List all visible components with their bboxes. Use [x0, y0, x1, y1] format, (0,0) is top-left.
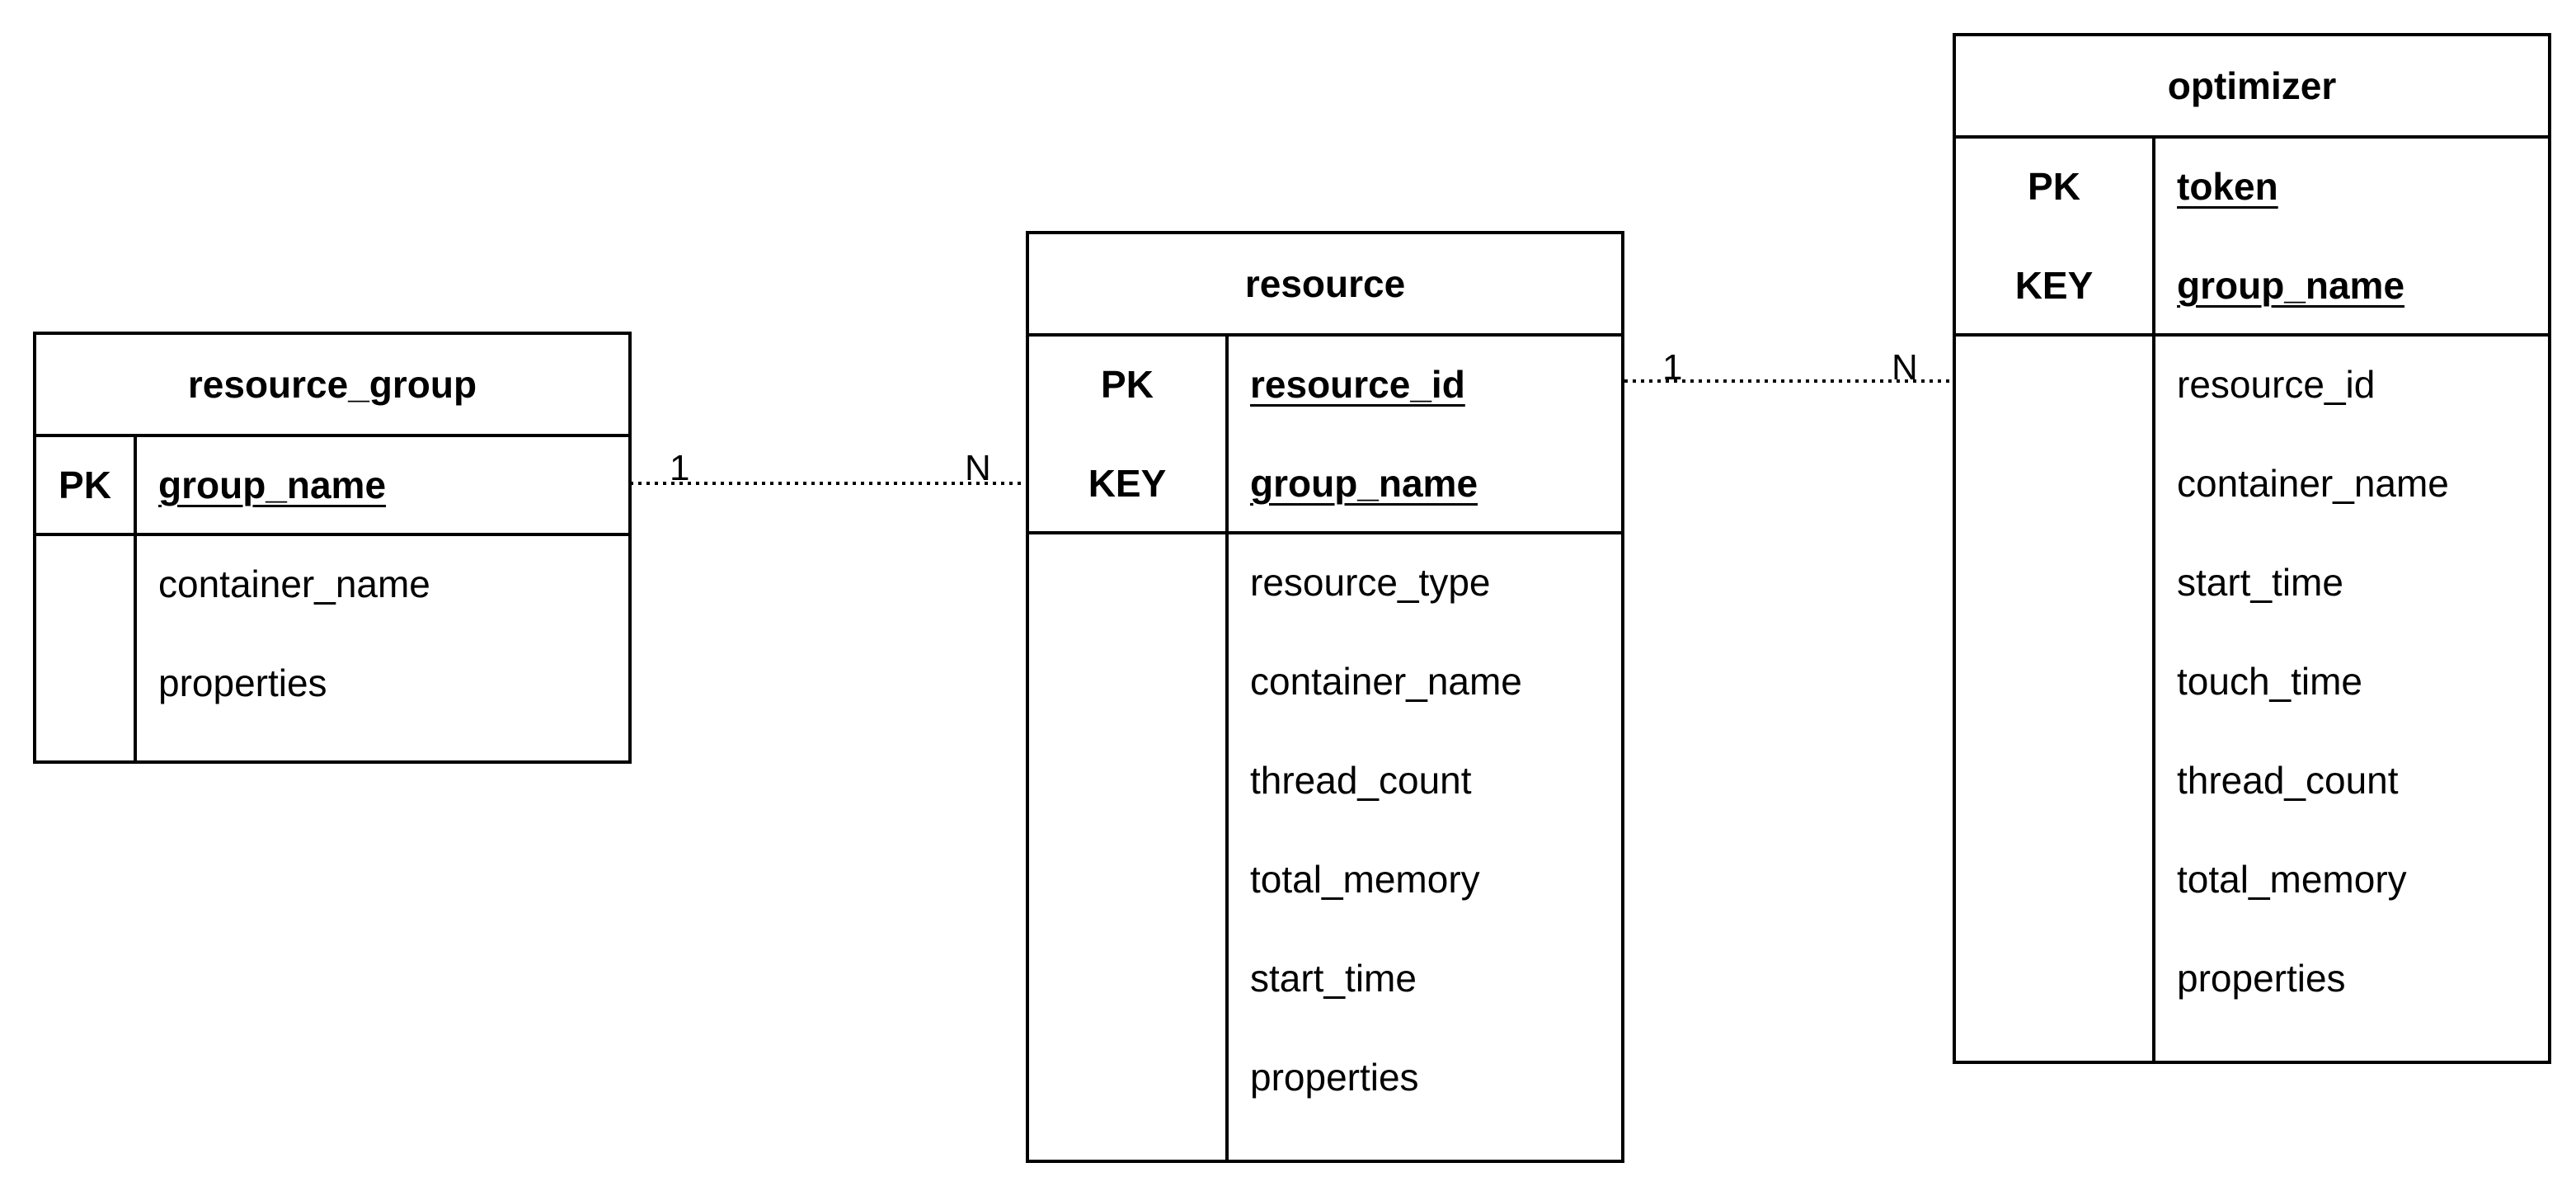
entity-resource[interactable]: resource PK resource_id KEY group_name r… — [1026, 231, 1624, 1163]
field: total_memory — [1250, 858, 1480, 901]
field: start_time — [2177, 561, 2343, 604]
entity-optimizer[interactable]: optimizer PK token KEY group_name resour… — [1953, 33, 2551, 1064]
field: thread_count — [1250, 759, 1472, 802]
divider — [1029, 531, 1621, 534]
key-field: group_name — [1250, 462, 1478, 505]
entity-title: optimizer — [2167, 64, 2337, 107]
entity-title: resource — [1244, 262, 1406, 305]
field: total_memory — [2177, 858, 2407, 901]
field: properties — [158, 661, 327, 704]
primary-key-field: token — [2177, 165, 2278, 208]
field: start_time — [1250, 957, 1417, 1000]
divider — [134, 434, 137, 760]
cardinality-many-resource: N — [965, 448, 991, 488]
field: properties — [1250, 1056, 1419, 1099]
field: container_name — [1250, 660, 1522, 703]
field: container_name — [158, 563, 430, 605]
key-field: group_name — [2177, 264, 2405, 307]
entity-resource-group[interactable]: resource_group PK group_name container_n… — [33, 332, 632, 764]
field: properties — [2177, 957, 2346, 1000]
divider — [36, 434, 628, 437]
divider — [1956, 333, 2548, 337]
primary-key-field: resource_id — [1250, 363, 1465, 406]
field: resource_id — [2177, 363, 2376, 406]
primary-key-field: group_name — [158, 464, 387, 506]
field: thread_count — [2177, 759, 2399, 802]
cardinality-many-optimizer: N — [1892, 347, 1918, 388]
key-label: PK — [2028, 165, 2080, 208]
divider — [2152, 135, 2155, 1061]
field: touch_time — [2177, 660, 2363, 703]
divider — [1956, 135, 2548, 139]
key-label: PK — [59, 464, 111, 506]
divider — [1225, 333, 1229, 1160]
divider — [1029, 333, 1621, 337]
cardinality-one-resource-group: 1 — [670, 448, 690, 488]
divider — [36, 533, 628, 536]
key-label: KEY — [2014, 264, 2094, 307]
key-label: PK — [1101, 363, 1154, 406]
key-label: KEY — [1088, 462, 1167, 505]
field: container_name — [2177, 462, 2449, 505]
entity-title: resource_group — [187, 363, 477, 406]
cardinality-one-resource: 1 — [1662, 347, 1683, 388]
field: resource_type — [1250, 561, 1491, 604]
